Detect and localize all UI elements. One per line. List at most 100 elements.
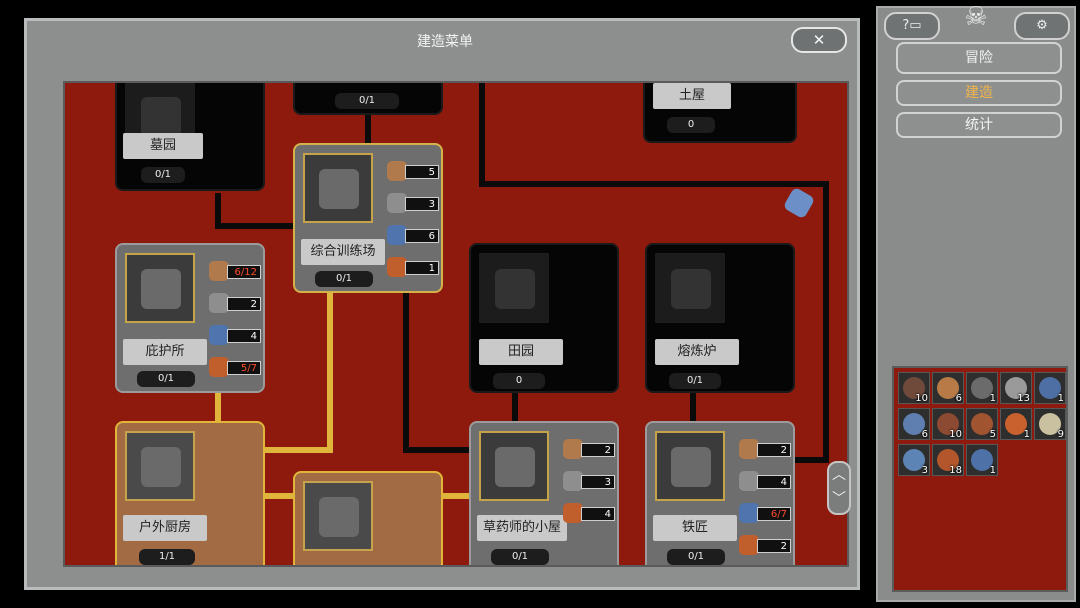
inventory-slot[interactable]: 10 bbox=[932, 408, 964, 440]
resource-amount: 6/7 bbox=[757, 507, 791, 521]
building-count: 0/1 bbox=[335, 93, 399, 109]
inventory-slot[interactable]: 18 bbox=[932, 444, 964, 476]
building-count: 0/1 bbox=[491, 549, 549, 565]
building-name: 户外厨房 bbox=[123, 515, 207, 541]
building-image bbox=[125, 253, 195, 323]
ore-icon bbox=[971, 413, 993, 435]
food-icon bbox=[563, 503, 583, 523]
connector-line bbox=[441, 493, 471, 499]
inventory-slot[interactable]: 3 bbox=[898, 444, 930, 476]
building-name: 庇护所 bbox=[123, 339, 207, 365]
stone-icon bbox=[387, 193, 407, 213]
resource-amount: 5/7 bbox=[227, 361, 261, 375]
inventory-slot[interactable]: 1 bbox=[966, 372, 998, 404]
building-card-shelter[interactable]: 庇护所 0/1 6/12 2 4 5/7 bbox=[115, 243, 265, 393]
metal-orb-icon bbox=[739, 503, 759, 523]
slot-count: 1 bbox=[989, 393, 996, 404]
connector-line bbox=[403, 447, 473, 453]
building-tree-board[interactable]: 墓园 0/1 0/1 土屋 0 综合训练场 0/1 5 3 6 1 庇护所 0/… bbox=[63, 81, 849, 567]
scroll-up-button[interactable]: ︿ bbox=[832, 467, 846, 483]
slot-count: 1 bbox=[1023, 429, 1030, 440]
resource-requirement: 2 bbox=[563, 439, 615, 459]
tab-adventure[interactable]: 冒险 bbox=[896, 42, 1062, 74]
resource-requirement: 2 bbox=[209, 293, 261, 313]
stone-icon bbox=[739, 471, 759, 491]
resource-requirement: 2 bbox=[739, 535, 791, 555]
connector-line bbox=[215, 393, 221, 423]
resource-amount: 4 bbox=[581, 507, 615, 521]
metal-chunk-icon bbox=[971, 377, 993, 399]
help-button[interactable]: ?▭ bbox=[884, 12, 940, 40]
food-icon bbox=[387, 257, 407, 277]
settings-button[interactable]: ⚙ bbox=[1014, 12, 1070, 40]
connector-line bbox=[823, 181, 829, 463]
stone-icon bbox=[563, 471, 583, 491]
connector-line bbox=[261, 447, 333, 453]
resource-requirement: 5/7 bbox=[209, 357, 261, 377]
resource-amount: 2 bbox=[757, 443, 791, 457]
scroll-control[interactable]: ︿ ﹀ bbox=[827, 461, 851, 515]
building-card-lower[interactable] bbox=[293, 471, 443, 565]
building-image bbox=[125, 431, 195, 501]
crossed-tools-icon: ✕ bbox=[812, 31, 826, 49]
connector-line bbox=[261, 493, 297, 499]
inventory-slot[interactable]: 1 bbox=[966, 444, 998, 476]
slot-count: 9 bbox=[1057, 429, 1064, 440]
building-name: 墓园 bbox=[123, 133, 203, 159]
resource-requirement: 3 bbox=[387, 193, 439, 213]
building-card-smith[interactable]: 铁匠 0/1 2 4 6/7 2 bbox=[645, 421, 795, 565]
inventory-slot[interactable]: 1 bbox=[1034, 372, 1066, 404]
metal-orb-icon bbox=[209, 325, 229, 345]
book-icon bbox=[903, 449, 925, 471]
metal-orb-icon bbox=[387, 225, 407, 245]
building-card-hut[interactable]: 土屋 0 bbox=[643, 83, 797, 143]
help-icon: ?▭ bbox=[902, 18, 922, 33]
stone-icon bbox=[1005, 377, 1027, 399]
building-card-herbalist-hut[interactable]: 草药师的小屋 0/1 2 3 4 bbox=[469, 421, 619, 565]
building-name: 熔炼炉 bbox=[655, 339, 739, 365]
building-count: 0/1 bbox=[667, 549, 725, 565]
inventory-slot[interactable]: 9 bbox=[1034, 408, 1066, 440]
inventory-slot[interactable]: 6 bbox=[932, 372, 964, 404]
resource-amount: 3 bbox=[581, 475, 615, 489]
inventory-slot[interactable]: 6 bbox=[898, 408, 930, 440]
building-count: 0/1 bbox=[669, 373, 721, 389]
close-button[interactable]: ✕ bbox=[791, 27, 847, 53]
connector-line bbox=[795, 457, 829, 463]
building-name: 土屋 bbox=[653, 83, 731, 109]
inventory-slot[interactable]: 13 bbox=[1000, 372, 1032, 404]
blue-orb-icon bbox=[1039, 377, 1061, 399]
slot-count: 1 bbox=[1057, 393, 1064, 404]
tab-build[interactable]: 建造 bbox=[896, 80, 1062, 106]
wood-plank-icon bbox=[739, 439, 759, 459]
inventory-slot[interactable]: 5 bbox=[966, 408, 998, 440]
tab-stats[interactable]: 统计 bbox=[896, 112, 1062, 138]
building-card-training-ground[interactable]: 综合训练场 0/1 5 3 6 1 bbox=[293, 143, 443, 293]
connector-line bbox=[215, 223, 295, 229]
scroll-down-button[interactable]: ﹀ bbox=[832, 491, 846, 507]
resource-requirement: 4 bbox=[739, 471, 791, 491]
building-count: 0/1 bbox=[137, 371, 195, 387]
building-card-smelter[interactable]: 熔炼炉 0/1 bbox=[645, 243, 795, 393]
building-name: 铁匠 bbox=[653, 515, 737, 541]
slot-count: 6 bbox=[955, 393, 962, 404]
building-card-field[interactable]: 田园 0 bbox=[469, 243, 619, 393]
building-card-outdoor-kitchen[interactable]: 户外厨房 1/1 bbox=[115, 421, 265, 565]
resource-amount: 6/12 bbox=[227, 265, 261, 279]
wood-plank-icon bbox=[209, 261, 229, 281]
building-card-unknown[interactable]: 0/1 bbox=[293, 83, 443, 115]
resource-amount: 2 bbox=[227, 297, 261, 311]
building-image bbox=[655, 431, 725, 501]
skull-icon: ☠ bbox=[964, 2, 988, 32]
resource-requirement: 6/7 bbox=[739, 503, 791, 523]
inventory-slot[interactable]: 10 bbox=[898, 372, 930, 404]
inventory-slot[interactable]: 1 bbox=[1000, 408, 1032, 440]
building-image bbox=[303, 153, 373, 223]
building-card-cemetery[interactable]: 墓园 0/1 bbox=[115, 83, 265, 191]
resource-amount: 6 bbox=[405, 229, 439, 243]
wood-plank-icon bbox=[937, 377, 959, 399]
orb-shard-icon bbox=[903, 377, 925, 399]
slot-count: 6 bbox=[921, 429, 928, 440]
